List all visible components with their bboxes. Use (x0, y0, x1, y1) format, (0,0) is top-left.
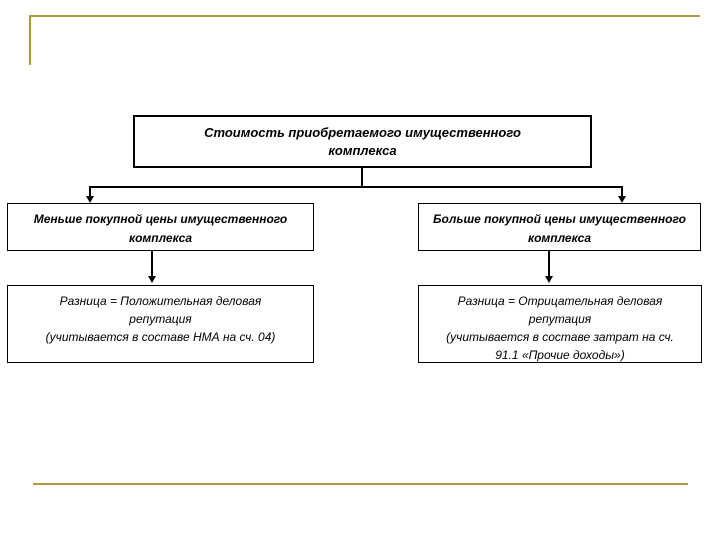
accent-top-horizontal-line (29, 15, 700, 17)
condition-right-line2: комплекса (527, 231, 592, 245)
result-left-line1: Разница = Положительная деловая (59, 294, 262, 308)
result-right-line1: Разница = Отрицательная деловая (457, 294, 663, 308)
root-box-acquisition-cost: Стоимость приобретаемого имущественного … (133, 115, 592, 168)
arrowhead-left-middle-icon (148, 276, 156, 283)
condition-left-line2: комплекса (128, 231, 193, 245)
result-right-line4: 91.1 «Прочие доходы») (495, 348, 625, 362)
result-box-positive-goodwill: Разница = Положительная деловая репутаци… (7, 285, 314, 363)
result-left-line3: (учитывается в составе НМА на сч. 04) (45, 330, 276, 344)
condition-box-less-than-price: Меньше покупной цены имущественного комп… (7, 203, 314, 251)
connector-root-stem (361, 168, 363, 187)
accent-top-vertical-line (29, 15, 31, 65)
root-box-line2: комплекса (328, 143, 397, 158)
connector-horizontal (90, 186, 622, 188)
connector-right-drop (621, 186, 623, 197)
accent-bottom-line (33, 483, 688, 485)
connector-left-middle (151, 251, 153, 277)
root-box-line1: Стоимость приобретаемого имущественного (204, 125, 521, 140)
arrowhead-left-drop-icon (86, 196, 94, 203)
connector-right-middle (548, 251, 550, 277)
arrowhead-right-middle-icon (545, 276, 553, 283)
connector-left-drop (89, 186, 91, 197)
condition-box-more-than-price: Больше покупной цены имущественного комп… (418, 203, 701, 251)
arrowhead-right-drop-icon (618, 196, 626, 203)
result-box-negative-goodwill: Разница = Отрицательная деловая репутаци… (418, 285, 702, 363)
result-right-line3: (учитывается в составе затрат на сч. (446, 330, 674, 344)
result-left-line2: репутация (129, 312, 192, 326)
condition-left-line1: Меньше покупной цены имущественного (33, 212, 288, 226)
result-right-line2: репутация (528, 312, 592, 326)
condition-right-line1: Больше покупной цены имущественного (433, 212, 686, 226)
